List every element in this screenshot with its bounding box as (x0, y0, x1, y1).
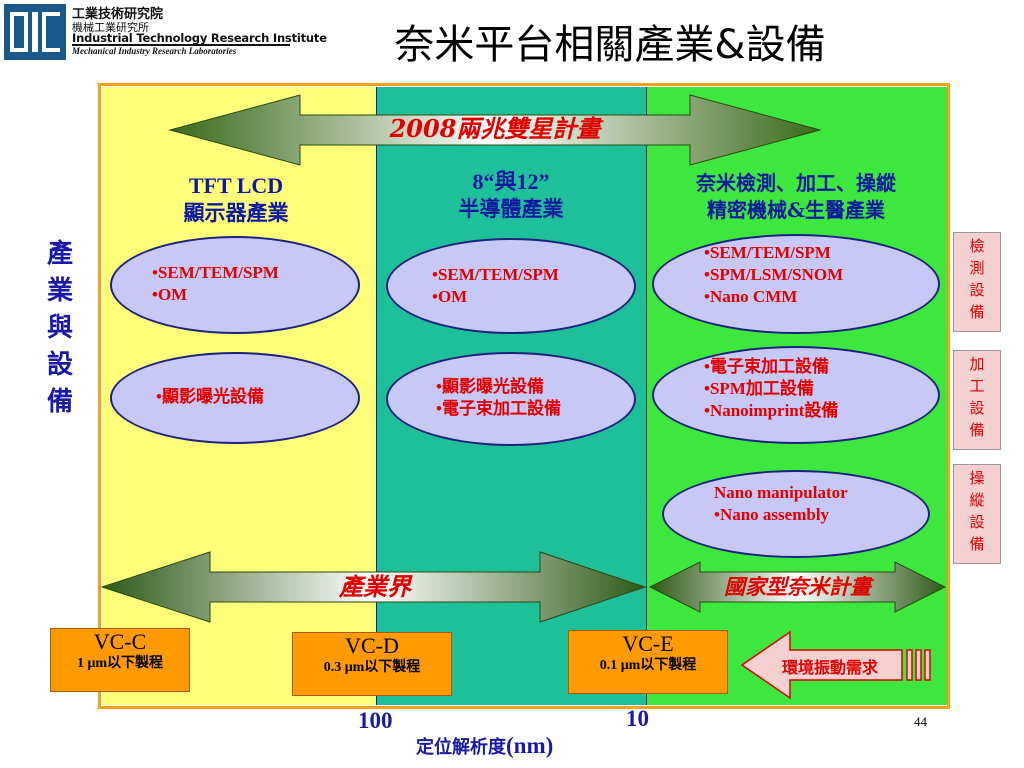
label-char: 業 (46, 276, 73, 306)
env-bar (906, 649, 913, 681)
org-divider (72, 44, 290, 46)
side-char: 縱 (969, 491, 985, 509)
lcd-inspection-ellipse: •SEM/TEM/SPM •OM (110, 236, 360, 334)
axis-tick-100: 100 (358, 708, 393, 733)
semi-process-ellipse: •顯影曝光設備 •電子束加工設備 (386, 352, 636, 446)
side-box-manipulation: 操 縱 設 備 (953, 464, 1001, 564)
ellipse-item: •Nano assembly (714, 505, 830, 524)
header-line: 8“與12” (472, 169, 550, 194)
national-double-arrow (648, 561, 947, 613)
ellipse-item: •Nano CMM (704, 287, 798, 306)
side-char: 設 (969, 281, 985, 299)
ellipse-item: •顯影曝光設備 (436, 377, 544, 396)
vc-d-box: VC-D 0.3 μm以下製程 (292, 632, 452, 696)
vc-c-box: VC-C 1 μm以下製程 (50, 628, 190, 692)
ellipse-item: •電子束加工設備 (436, 399, 561, 418)
top-double-arrow (168, 94, 822, 166)
side-char: 設 (969, 513, 985, 531)
vc-sub: 0.1 μm以下製程 (599, 658, 697, 673)
label-char: 產 (46, 239, 73, 269)
vc-e-box: VC-E 0.1 μm以下製程 (568, 630, 728, 694)
env-vibration-label: 環境振動需求 (781, 658, 878, 677)
org-sub-cn: 機械工業研究所 (72, 21, 149, 34)
semi-inspection-ellipse: •SEM/TEM/SPM •OM (386, 238, 636, 334)
org-name-en: Industrial Technology Research Institute (72, 31, 327, 45)
header-line: 顯示器產業 (183, 200, 289, 225)
vc-sub: 0.3 μm以下製程 (323, 660, 421, 675)
vc-title: VC-D (345, 633, 399, 658)
lcd-process-ellipse: •顯影曝光設備 (110, 352, 360, 444)
side-box-processing: 加 工 設 備 (953, 350, 1001, 450)
nano-manipulation-ellipse: Nano manipulator •Nano assembly (662, 470, 930, 558)
ellipse-item: •SEM/TEM/SPM (704, 243, 831, 262)
axis-label-cn: 定位解析度 (416, 737, 506, 758)
ellipse-item: •電子束加工設備 (704, 357, 829, 376)
env-arrow-shape (740, 630, 903, 700)
ellipse-item: •SEM/TEM/SPM (152, 263, 279, 282)
axis-label: 定位解析度(nm) (416, 733, 553, 759)
side-char: 測 (969, 259, 985, 277)
industry-equipment-label: 產 業 與 設 備 (40, 236, 80, 421)
side-char: 加 (969, 355, 985, 373)
nano-inspection-ellipse: •SEM/TEM/SPM •SPM/LSM/SNOM •Nano CMM (652, 234, 940, 334)
ellipse-item: •SPM/LSM/SNOM (704, 265, 844, 284)
vc-title: VC-C (93, 629, 147, 654)
header-line: 半導體產業 (458, 196, 564, 221)
side-char: 備 (969, 421, 985, 439)
ellipse-item: •OM (152, 285, 188, 304)
header-line: TFT LCD (188, 173, 284, 198)
vc-title: VC-E (622, 631, 674, 656)
banner-2008: 2008兩兆雙星計畫 (389, 114, 601, 143)
side-char: 檢 (969, 237, 985, 255)
banner-national: 國家型奈米計畫 (724, 574, 871, 599)
nano-process-ellipse: •電子束加工設備 •SPM加工設備 •Nanoimprint設備 (652, 346, 940, 444)
ellipse-item: •SPM加工設備 (704, 379, 814, 398)
side-char: 備 (969, 535, 985, 553)
label-char: 備 (46, 387, 73, 417)
banner-industry: 產業界 (339, 572, 411, 601)
label-char: 設 (46, 350, 73, 380)
ellipse-item: •OM (432, 287, 468, 306)
panel-frame (98, 83, 950, 709)
side-char: 工 (969, 377, 985, 395)
side-char: 備 (969, 303, 985, 321)
side-char: 設 (969, 399, 985, 417)
env-bar (924, 649, 931, 681)
org-name-cn: 工業技術研究院 (72, 7, 164, 22)
header-line: 精密機械&生醫產業 (706, 198, 886, 222)
org-sub-en: Mechanical Industry Research Laboratorie… (72, 46, 237, 56)
page-number: 44 (914, 714, 927, 729)
side-char: 操 (969, 469, 985, 487)
ellipse-item: •SEM/TEM/SPM (432, 265, 559, 284)
ellipse-item: Nano manipulator (714, 483, 848, 502)
header-semiconductor: 8“與12” 半導體產業 (376, 168, 646, 222)
axis-label-unit: (nm) (506, 733, 554, 758)
industry-double-arrow (100, 551, 647, 623)
label-char: 與 (46, 313, 73, 343)
axis-tick-10: 10 (626, 706, 649, 731)
itri-logo (4, 4, 66, 60)
header-line: 奈米檢測、加工、操縱 (696, 171, 896, 195)
env-bar (915, 649, 922, 681)
vc-sub: 1 μm以下製程 (76, 656, 164, 671)
ellipse-item: •Nanoimprint設備 (704, 401, 839, 420)
ellipse-item: •顯影曝光設備 (156, 387, 264, 406)
header-lcd: TFT LCD 顯示器產業 (116, 172, 356, 226)
page-title: 奈米平台相關產業&設備 (394, 22, 826, 68)
side-box-inspection: 檢 測 設 備 (953, 232, 1001, 332)
header-nano: 奈米檢測、加工、操縱 精密機械&生醫產業 (646, 170, 946, 224)
